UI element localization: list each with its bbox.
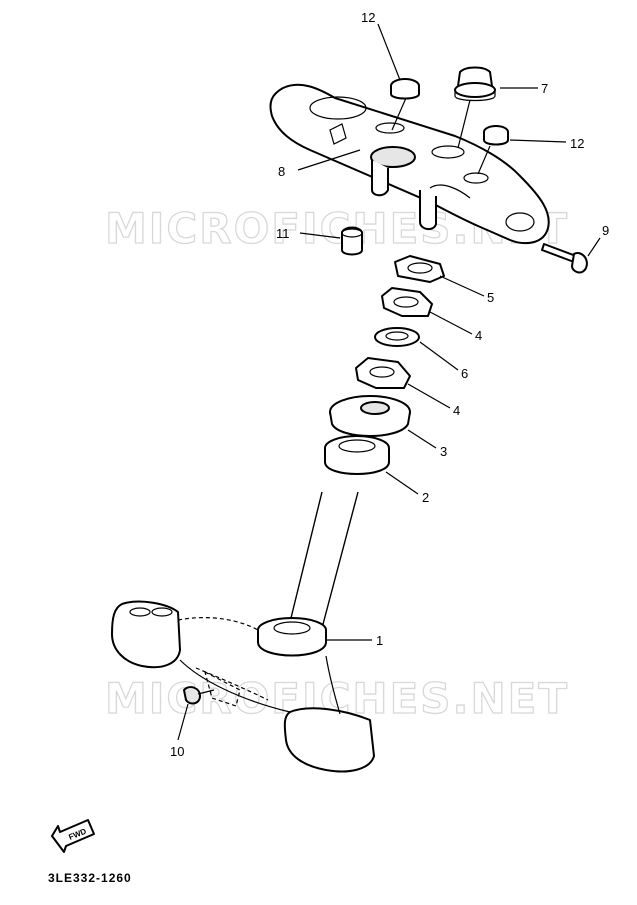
part-5-lock-washer: [394, 255, 445, 283]
part-9-bolt: [541, 243, 588, 274]
part-10-bolt: [183, 686, 215, 705]
front-direction-arrow: FWD: [51, 819, 95, 853]
drawing-code: 3LE332-1260: [48, 871, 132, 885]
part-6-washer: [374, 327, 420, 347]
part-7-cap-nut: [454, 66, 496, 102]
part-4-ring-nut-lower: [355, 357, 411, 389]
callout-1: 1: [376, 633, 383, 648]
part-11-cap: [341, 226, 363, 256]
callout-4-lower: 4: [453, 403, 460, 418]
part-12-nut-left: [390, 78, 420, 100]
callout-10: 10: [170, 744, 184, 759]
callout-6: 6: [461, 366, 468, 381]
callout-8: 8: [278, 164, 285, 179]
lower-bracket: [111, 600, 375, 773]
part-4-ring-nut-upper: [381, 287, 433, 317]
callout-12-left: 12: [361, 10, 375, 25]
steering-stem: [289, 491, 359, 629]
callout-12-right: 12: [570, 136, 584, 151]
callout-4-upper: 4: [475, 328, 482, 343]
callout-11: 11: [276, 226, 290, 241]
callout-7: 7: [541, 81, 548, 96]
part-2-bearing: [324, 435, 390, 475]
callout-9: 9: [602, 223, 609, 238]
part-3-bearing-cover: [329, 395, 411, 437]
leader-lines: [177, 23, 601, 741]
upper-bracket: [269, 83, 550, 245]
part-1-bearing-race: [257, 617, 327, 657]
callout-2: 2: [422, 490, 429, 505]
callout-5: 5: [487, 290, 494, 305]
part-12-nut-right: [483, 125, 509, 146]
callout-3: 3: [440, 444, 447, 459]
